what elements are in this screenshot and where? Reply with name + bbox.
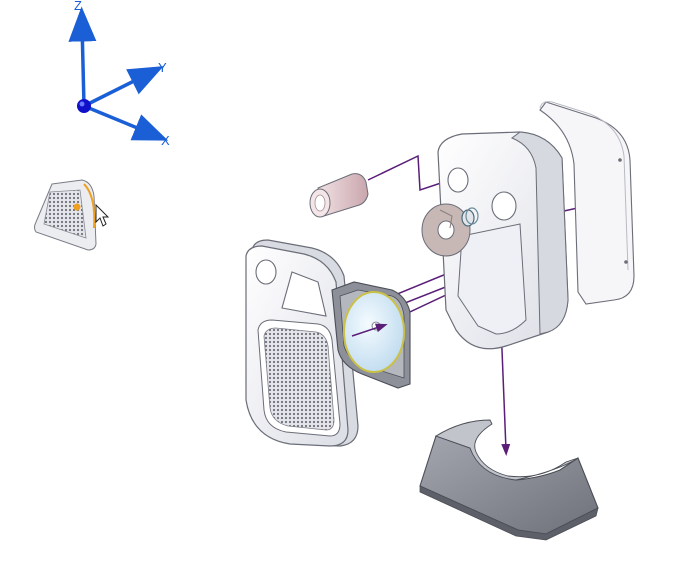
front-bezel[interactable] <box>245 239 359 447</box>
back-cover-plate[interactable] <box>539 101 635 305</box>
base-stand[interactable] <box>419 419 599 541</box>
coordinate-triad-icon[interactable] <box>68 6 169 141</box>
rear-housing[interactable] <box>437 131 569 350</box>
plug-cylinder[interactable] <box>309 173 369 218</box>
washer-ring[interactable] <box>421 203 471 257</box>
z-axis-label: Z <box>74 0 82 13</box>
lens-disc[interactable] <box>343 291 405 373</box>
spring-coil[interactable] <box>461 207 479 227</box>
mouse-pointer-icon <box>95 203 110 227</box>
view-orientation-icon[interactable] <box>34 179 97 251</box>
